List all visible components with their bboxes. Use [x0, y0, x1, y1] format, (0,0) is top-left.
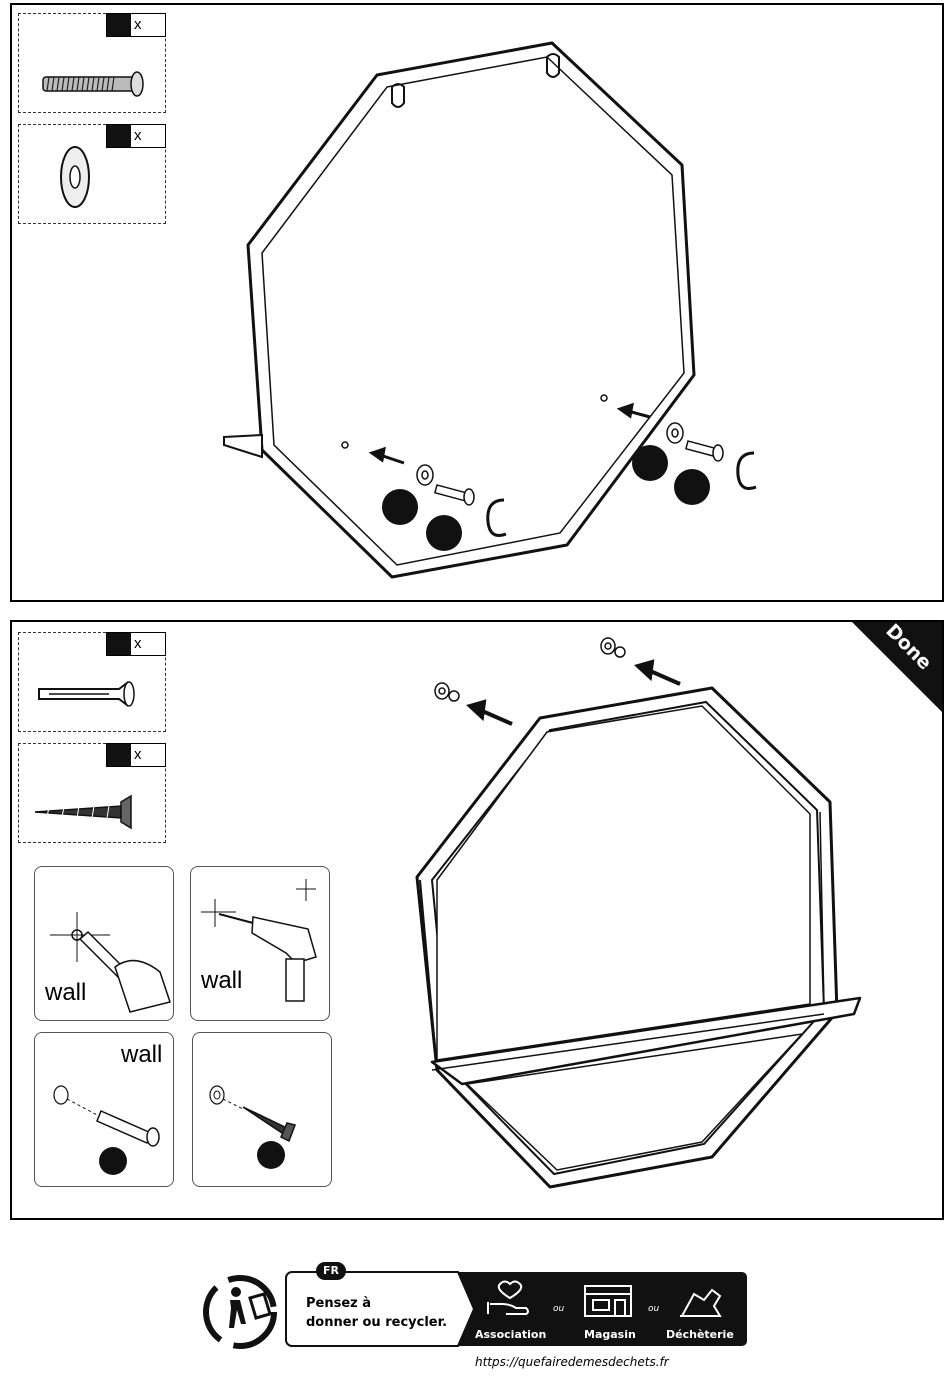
- triman-icon: [206, 1278, 274, 1346]
- octagon-mirror-front-illustration: [12, 622, 944, 1220]
- recycling-footer: FR Pensez à donner ou recycler. Associat…: [200, 1262, 750, 1372]
- assembly-step-1-panel: x x: [10, 3, 944, 602]
- recycling-message: Pensez à donner ou recycler.: [306, 1294, 447, 1332]
- language-badge: FR: [316, 1262, 346, 1280]
- assembly-step-2-panel: Done x x wall: [10, 620, 944, 1220]
- separator-ou: ou: [648, 1304, 659, 1314]
- option-association: Association: [475, 1328, 546, 1341]
- octagon-mirror-back-illustration: [12, 5, 944, 602]
- option-magasin: Magasin: [584, 1328, 636, 1341]
- separator-ou: ou: [553, 1304, 564, 1314]
- recycling-url[interactable]: https://quefairedemesdechets.fr: [475, 1355, 669, 1369]
- option-decheterie: Déchèterie: [666, 1328, 734, 1341]
